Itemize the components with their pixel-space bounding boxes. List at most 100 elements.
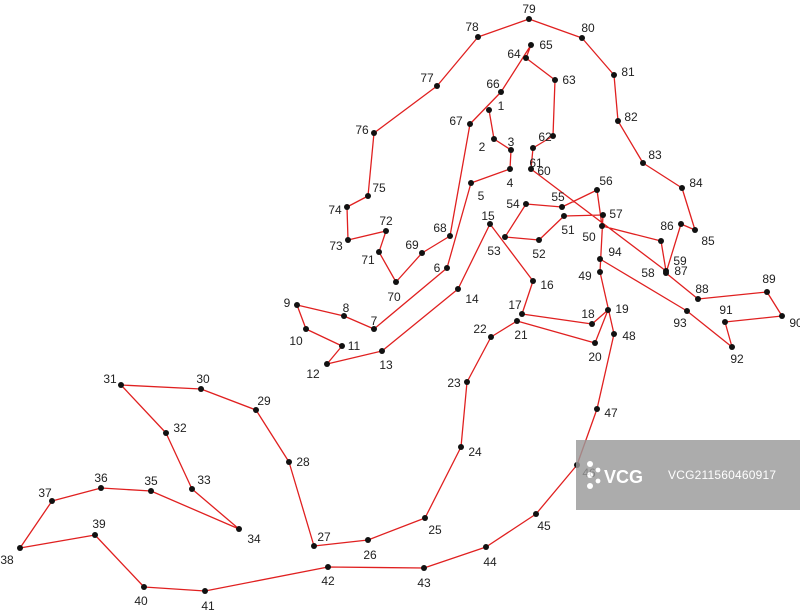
dot-28 <box>286 459 292 465</box>
dot-label-84: 84 <box>689 176 703 190</box>
dot-label-31: 31 <box>103 372 117 386</box>
dot-8 <box>341 313 347 319</box>
dot-94 <box>597 256 603 262</box>
dot-label-17: 17 <box>508 298 522 312</box>
dot-82 <box>615 118 621 124</box>
dot-label-38: 38 <box>0 553 14 567</box>
dot-label-72: 72 <box>379 214 393 228</box>
dot-label-56: 56 <box>599 174 613 188</box>
watermark-banner: VCG VCG21156046091​7 <box>576 440 800 510</box>
dot-88 <box>695 296 701 302</box>
dot-label-6: 6 <box>434 261 441 275</box>
dot-39 <box>92 532 98 538</box>
dot-label-74: 74 <box>328 203 342 217</box>
dot-label-85: 85 <box>701 234 715 248</box>
dot-label-82: 82 <box>624 110 638 124</box>
dot-label-90: 90 <box>789 316 800 330</box>
dot-43 <box>421 565 427 571</box>
dot-79 <box>526 16 532 22</box>
dot-label-66: 66 <box>486 77 500 91</box>
dot-56 <box>594 187 600 193</box>
dot-label-2: 2 <box>479 140 486 154</box>
dot-label-20: 20 <box>588 350 602 364</box>
dot-36 <box>98 485 104 491</box>
dot-label-12: 12 <box>306 367 320 381</box>
dot-label-18: 18 <box>581 307 595 321</box>
dot-label-7: 7 <box>371 314 378 328</box>
dot-91 <box>722 319 728 325</box>
dot-label-23: 23 <box>447 376 461 390</box>
dot-7 <box>371 326 377 332</box>
dot-80 <box>579 35 585 41</box>
dot-label-80: 80 <box>581 21 595 35</box>
dot-label-52: 52 <box>532 247 546 261</box>
dot-66 <box>498 89 504 95</box>
dot-51 <box>561 213 567 219</box>
dot-14 <box>455 286 461 292</box>
dot-13 <box>379 348 385 354</box>
dot-73 <box>345 237 351 243</box>
dot-label-88: 88 <box>695 282 709 296</box>
dot-5 <box>468 180 474 186</box>
dot-20 <box>592 340 598 346</box>
dot-81 <box>611 72 617 78</box>
dot-label-83: 83 <box>648 148 662 162</box>
dot-78 <box>475 34 481 40</box>
dot-label-32: 32 <box>173 421 187 435</box>
dot-58 <box>658 238 664 244</box>
dot-54 <box>523 201 529 207</box>
dot-44 <box>483 544 489 550</box>
dot-34 <box>236 526 242 532</box>
dot-label-43: 43 <box>417 576 431 590</box>
dot-89 <box>764 289 770 295</box>
dot-label-10: 10 <box>289 334 303 348</box>
dot-18 <box>589 321 595 327</box>
dot-65 <box>528 42 534 48</box>
dot-40 <box>141 584 147 590</box>
dot-75 <box>365 193 371 199</box>
dot-label-24: 24 <box>468 445 482 459</box>
dot-17 <box>519 311 525 317</box>
dot-label-45: 45 <box>537 519 551 533</box>
dot-74 <box>344 204 350 210</box>
dot-label-34: 34 <box>247 532 261 546</box>
dot-19 <box>605 307 611 313</box>
dot-45 <box>533 511 539 517</box>
dot-label-75: 75 <box>372 181 386 195</box>
dot-label-11: 11 <box>348 339 361 353</box>
dot-67 <box>467 121 473 127</box>
dot-label-77: 77 <box>420 71 434 85</box>
dot-53 <box>502 234 508 240</box>
dot-3 <box>508 147 514 153</box>
dot-42 <box>325 564 331 570</box>
dot-57 <box>599 223 605 229</box>
dot-15 <box>487 221 493 227</box>
dot-90 <box>779 313 785 319</box>
dot-label-35: 35 <box>144 474 158 488</box>
dot-87 <box>663 270 669 276</box>
dot-37 <box>49 498 55 504</box>
dot-label-63: 63 <box>562 73 576 87</box>
dot-label-5: 5 <box>478 189 485 203</box>
dot-label-47: 47 <box>604 406 618 420</box>
dot-16 <box>530 278 536 284</box>
dot-68 <box>447 233 453 239</box>
dot-label-36: 36 <box>94 471 108 485</box>
dot-label-65: 65 <box>539 38 553 52</box>
dot-24 <box>458 444 464 450</box>
dot-76 <box>371 130 377 136</box>
connecting-line <box>19 18 783 592</box>
dot-label-92: 92 <box>730 352 744 366</box>
dot-label-3: 3 <box>508 135 515 149</box>
dot-label-19: 19 <box>615 302 629 316</box>
dot-38 <box>17 545 23 551</box>
dot-63 <box>552 77 558 83</box>
dot-label-51: 51 <box>561 223 575 237</box>
dot-label-37: 37 <box>38 486 52 500</box>
dot-25 <box>422 515 428 521</box>
dot-72 <box>383 228 389 234</box>
dot-label-1: 1 <box>498 99 505 113</box>
dot-32 <box>163 430 169 436</box>
